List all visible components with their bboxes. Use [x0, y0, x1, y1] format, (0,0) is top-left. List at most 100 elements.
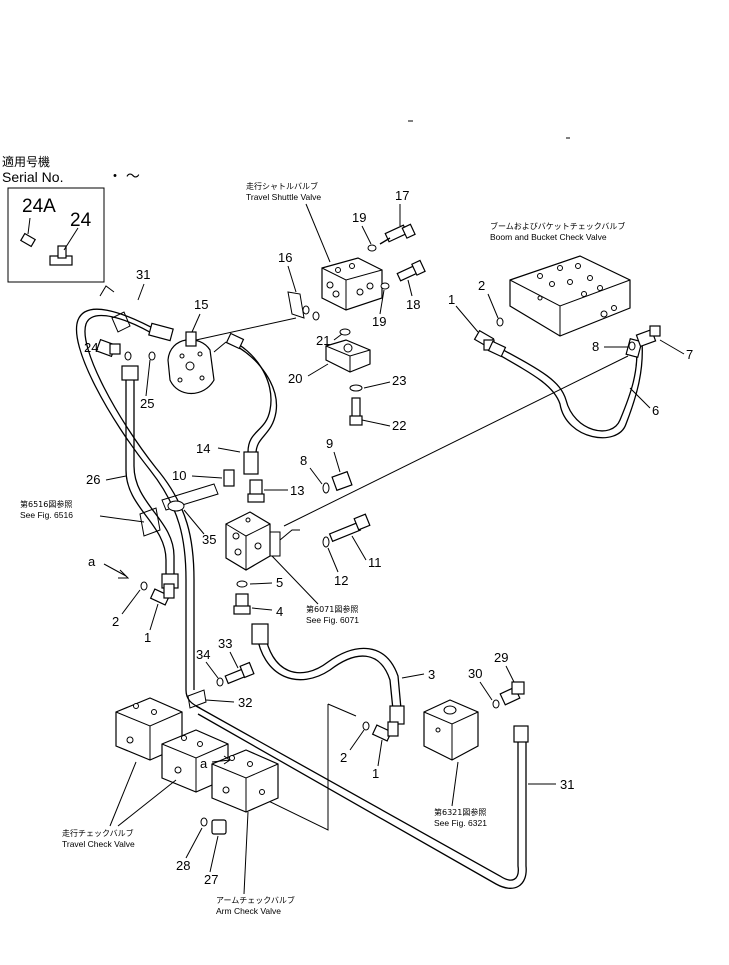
leader — [659, 339, 685, 355]
travel-check-jp: 走行チェックバルブ — [62, 828, 134, 838]
washer-34-icon — [216, 677, 224, 687]
travel-check-valve-3 — [211, 749, 279, 813]
leader — [487, 293, 499, 319]
callout-27: 27 — [204, 872, 218, 887]
callout-8b: 8 — [300, 453, 307, 468]
plate-16-icon — [287, 291, 305, 319]
ref-6516-jp: 第6516図参照 — [20, 499, 72, 509]
washer-19-icon — [380, 282, 390, 290]
callout-6: 6 — [652, 403, 659, 418]
ref-6516-en: See Fig. 6516 — [20, 510, 73, 520]
leader — [333, 333, 343, 341]
callout-31a: 31 — [136, 267, 150, 282]
leader — [333, 451, 341, 473]
ref-6321-jp: 第6321図参照 — [434, 807, 486, 817]
callout-19a: 19 — [352, 210, 366, 225]
plug-27-icon — [211, 819, 227, 835]
washer-12-icon — [322, 536, 330, 548]
hose-26 — [125, 376, 167, 584]
oring-16-icon — [302, 305, 310, 315]
elbow-1-icon — [371, 721, 399, 742]
hose-14-edge — [235, 345, 278, 466]
flow-arrow-icon — [111, 311, 131, 333]
oring-25-icon — [124, 351, 132, 361]
callout-11: 11 — [368, 555, 382, 570]
hose-14 — [229, 339, 272, 466]
callout-10: 10 — [172, 468, 186, 483]
arm-check-en: Arm Check Valve — [216, 906, 281, 916]
boom-bucket-check-valve — [509, 255, 631, 337]
leader — [205, 699, 235, 703]
callout-3: 3 — [428, 667, 435, 682]
ref-6071-jp: 第6071図参照 — [306, 604, 358, 614]
elbow-29-icon — [499, 681, 525, 706]
serial-jp-text: 適用号機 — [2, 154, 50, 169]
hose-6-edge — [493, 341, 643, 439]
hose-end-icon — [487, 340, 507, 358]
boom-bucket-en: Boom and Bucket Check Valve — [490, 232, 607, 242]
bolt-22-icon — [349, 397, 363, 426]
hose-26-edge — [133, 376, 175, 584]
callout-33: 33 — [218, 636, 232, 651]
serial-no-text: Serial No. — [2, 169, 63, 185]
leader — [401, 673, 425, 679]
leader — [361, 419, 391, 427]
conn-a-center: a — [200, 756, 208, 771]
travel-shuttle-jp: 走行シャトルバルブ — [246, 181, 318, 191]
oring-2-icon — [140, 581, 148, 591]
leader — [505, 665, 515, 683]
leader — [479, 681, 493, 701]
clamp-32-icon — [187, 689, 207, 709]
leader — [109, 761, 137, 827]
inset-label-24a: 24A — [22, 196, 56, 217]
pipe-31-lower — [195, 705, 519, 881]
conn-a-left: a — [88, 554, 96, 569]
oring-8-icon — [628, 341, 636, 351]
callout-5: 5 — [276, 575, 283, 590]
hose-3 — [255, 629, 395, 721]
callout-34: 34 — [196, 647, 210, 662]
leader — [327, 547, 339, 573]
block-20-icon — [325, 339, 371, 373]
connection-line — [213, 341, 227, 353]
oring-21-icon — [339, 328, 351, 336]
callout-35: 35 — [202, 532, 216, 547]
leader — [229, 651, 239, 669]
leader — [249, 582, 273, 585]
leader — [377, 739, 383, 767]
oring-25-icon — [148, 351, 156, 361]
travel-check-en: Travel Check Valve — [62, 839, 135, 849]
leader — [455, 305, 479, 333]
oring-28-icon — [200, 817, 208, 827]
leader — [149, 603, 159, 631]
leader — [191, 313, 201, 333]
leader — [121, 589, 141, 615]
washer-19-icon — [367, 244, 377, 252]
leader — [145, 359, 151, 397]
leader — [451, 761, 459, 807]
callout-31b: 31 — [560, 777, 574, 792]
hose-end-icon — [148, 322, 174, 342]
leader — [183, 509, 205, 535]
callout-20: 20 — [288, 371, 302, 386]
callout-17: 17 — [395, 188, 409, 203]
callout-24: 24 — [84, 340, 98, 355]
callout-8a: 8 — [592, 339, 599, 354]
fitting-13-icon — [247, 479, 265, 503]
leader — [361, 225, 372, 245]
fitting-15-icon — [167, 331, 215, 394]
leader — [407, 279, 413, 297]
hose-6 — [495, 339, 638, 432]
bolt-17-icon — [379, 223, 416, 245]
callout-7: 7 — [686, 347, 693, 362]
callout-12: 12 — [334, 573, 348, 588]
callout-21: 21 — [316, 333, 330, 348]
callout-14: 14 — [196, 441, 210, 456]
callout-25: 25 — [140, 396, 154, 411]
leader — [309, 467, 323, 485]
callout-22: 22 — [392, 418, 406, 433]
fitting-24a-icon — [19, 217, 37, 248]
callout-28: 28 — [176, 858, 190, 873]
